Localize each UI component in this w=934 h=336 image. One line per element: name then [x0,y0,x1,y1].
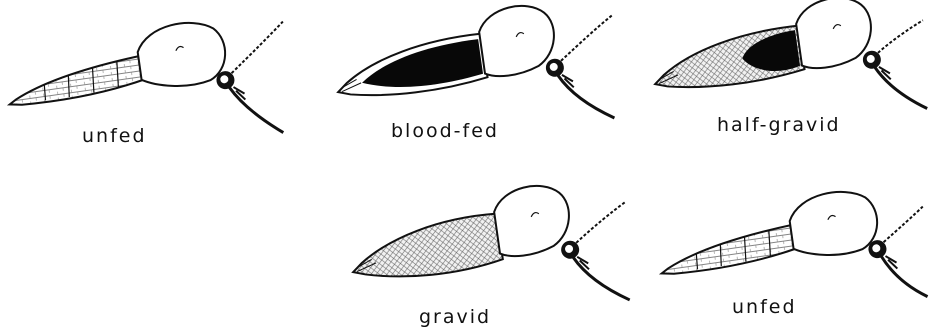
thorax [787,187,882,261]
antenna [225,22,289,74]
thorax [491,182,574,259]
antenna [874,20,926,53]
caption-unfed-top: unfed [82,125,147,147]
abdomen-outline [658,225,798,276]
caption-blood-fed: blood-fed [391,120,499,142]
caption-gravid: gravid [419,306,491,328]
specimen-unfed-top [2,9,298,169]
abdomen-outline [348,213,504,286]
antenna [879,206,927,242]
abdomen-outline [6,56,146,107]
specimen-gravid [345,173,640,336]
caption-half-gravid: half-gravid [717,114,841,136]
antenna [572,201,631,242]
thorax [135,18,230,92]
caption-unfed-bottom: unfed [732,296,797,318]
antenna [556,15,618,61]
